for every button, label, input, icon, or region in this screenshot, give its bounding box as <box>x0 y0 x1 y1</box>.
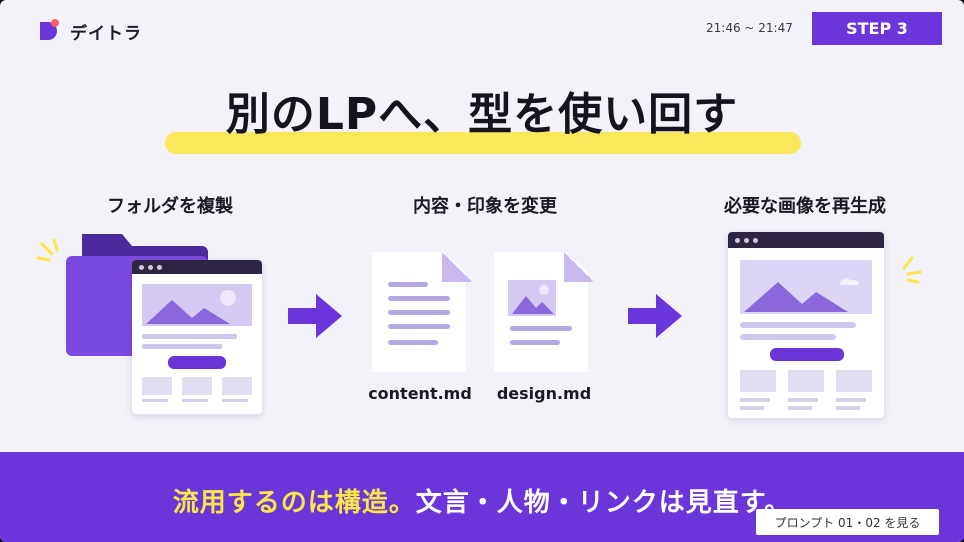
sparkle-icon <box>36 238 59 262</box>
view-prompt-button[interactable]: プロンプト 01・02 を見る <box>756 509 939 535</box>
banner-highlight: 流用するのは構造。 <box>172 488 416 518</box>
slide-title: 別のLPへ、型を使い回す <box>225 89 739 140</box>
banner-rest: 文言・人物・リンクは見直す。 <box>415 488 792 518</box>
step-1-label: フォルダを複製 <box>107 196 233 217</box>
banner-message: 流用するのは構造。文言・人物・リンクは見直す。 <box>0 482 964 519</box>
arrow-right-icon <box>628 294 682 338</box>
arrow-right-icon <box>288 294 342 338</box>
file-label-content: content.md <box>368 384 472 403</box>
image-icon <box>740 260 872 410</box>
logo-icon <box>36 18 62 44</box>
image-icon <box>508 280 556 316</box>
logo-text: デイトラ <box>70 23 142 44</box>
browser-template-card <box>132 260 262 414</box>
image-icon <box>142 284 252 402</box>
brand-logo: デイトラ <box>36 18 142 44</box>
step-badge: STEP 3 <box>812 12 942 45</box>
title-highlight <box>165 132 801 154</box>
browser-result-card <box>728 232 884 418</box>
step-3-label: 必要な画像を再生成 <box>724 196 886 217</box>
time-range: 21:46 ~ 21:47 <box>706 21 793 35</box>
step-2-label: 内容・印象を変更 <box>413 196 557 217</box>
sparkle-icon <box>902 256 922 284</box>
file-label-design: design.md <box>496 384 592 403</box>
